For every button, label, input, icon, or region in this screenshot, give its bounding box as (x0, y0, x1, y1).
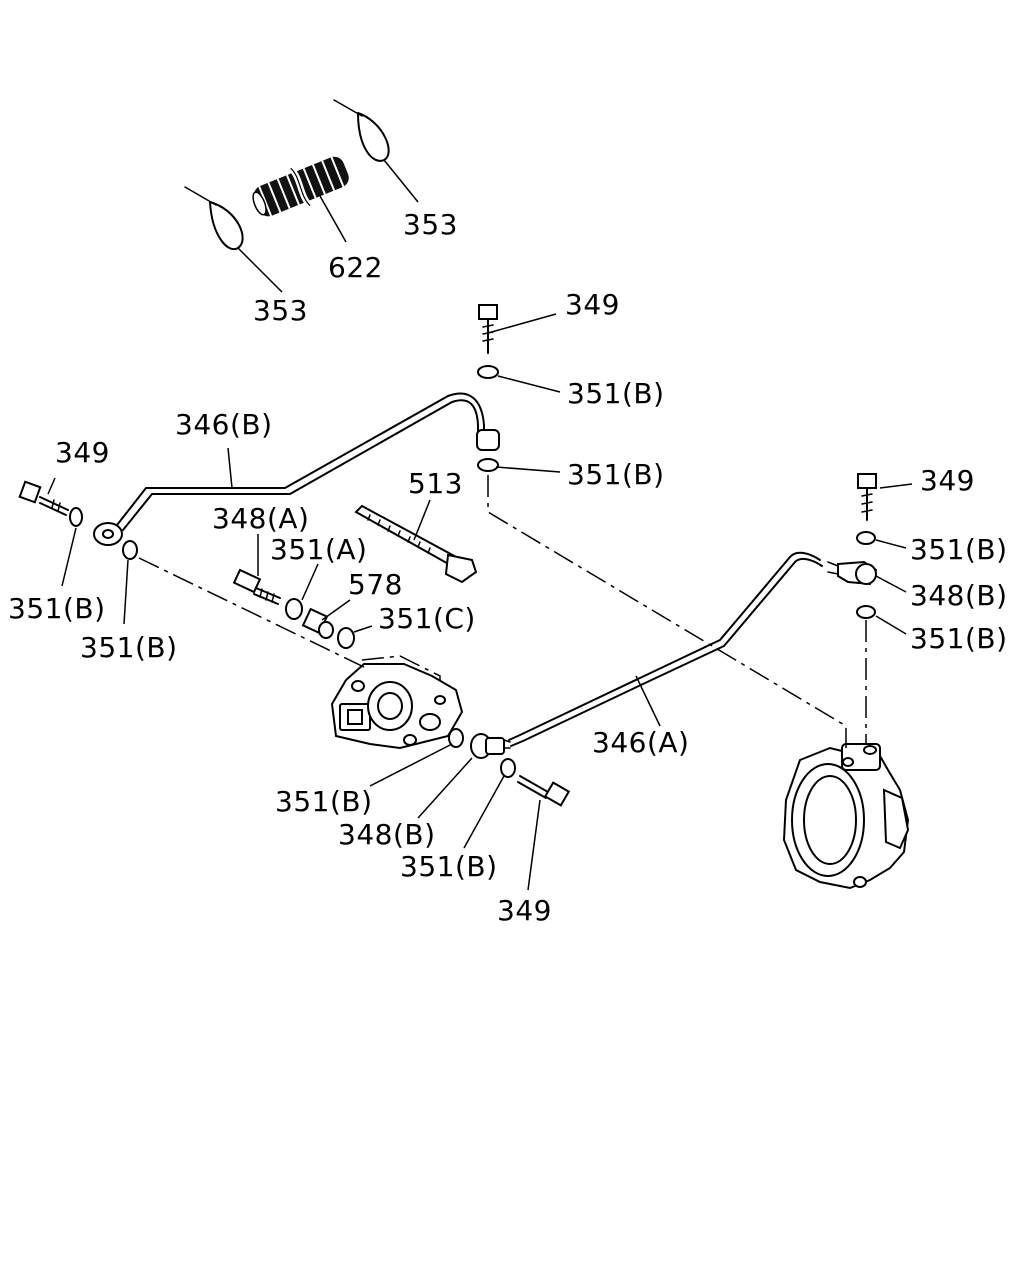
align-line-1 (138, 557, 367, 669)
callout-351c: 351(C) (378, 602, 476, 635)
washer-351c (337, 627, 355, 649)
fitting-348b-lower (470, 733, 511, 759)
leaders (47, 159, 913, 891)
callout-349-bottom: 349 (497, 894, 552, 927)
fitting-348b-upper (827, 560, 878, 586)
callout-351b-bottom-1: 351(B) (275, 785, 373, 818)
washer-351b-right-b (856, 605, 876, 619)
callout-353-right: 353 (403, 208, 458, 241)
bolt-349-top (478, 304, 498, 354)
fitting-348a (232, 568, 281, 605)
pipe-346a (508, 551, 823, 747)
protector-hose-622 (252, 156, 349, 217)
bolt-349-lower (517, 775, 571, 807)
callout-351b-left-2: 351(B) (80, 631, 178, 664)
callout-513: 513 (408, 467, 463, 500)
callout-346a: 346(A) (592, 726, 689, 759)
clamp-353-left (184, 186, 244, 251)
callout-349-left: 349 (55, 436, 110, 469)
pump-left (330, 655, 464, 750)
washer-351b-1 (477, 365, 499, 379)
bolt-349-right (857, 473, 877, 521)
callout-348a: 348(A) (212, 502, 309, 535)
washer-351b-2 (477, 458, 499, 472)
callout-351b-top-2: 351(B) (567, 458, 665, 491)
callout-346b: 346(B) (175, 408, 273, 441)
align-line-2 (487, 475, 847, 748)
washer-351b-right-a (856, 531, 876, 545)
callout-351b-top-1: 351(B) (567, 377, 665, 410)
callout-351b-right-1: 351(B) (910, 533, 1008, 566)
callout-578: 578 (348, 568, 403, 601)
washer-351a (285, 598, 303, 620)
washer-351b-lower-a (448, 728, 464, 748)
callout-351b-bottom-2: 351(B) (400, 850, 498, 883)
callout-348b-bottom: 348(B) (338, 818, 436, 851)
callout-349-right: 349 (920, 464, 975, 497)
vacuum-pump-right (782, 743, 910, 890)
callout-622: 622 (328, 251, 383, 284)
callout-351a: 351(A) (270, 533, 367, 566)
bolt-349-left (18, 480, 69, 516)
callout-labels: 353 622 353 349 351(B) 351(B) 346(B) 349… (8, 208, 1008, 927)
pipe-346b (93, 392, 500, 546)
callout-351b-left-1: 351(B) (8, 592, 106, 625)
callout-348b-right: 348(B) (910, 579, 1008, 612)
callout-349-top: 349 (565, 288, 620, 321)
clamp-353-right (333, 99, 390, 162)
callout-353-left: 353 (253, 294, 308, 327)
washer-351b-left-a (69, 507, 83, 527)
washer-351b-lower-b (500, 758, 516, 778)
washer-351b-left-b (122, 540, 138, 560)
callout-351b-right-2: 351(B) (910, 622, 1008, 655)
band-513 (354, 504, 478, 584)
plug-578 (301, 607, 334, 639)
